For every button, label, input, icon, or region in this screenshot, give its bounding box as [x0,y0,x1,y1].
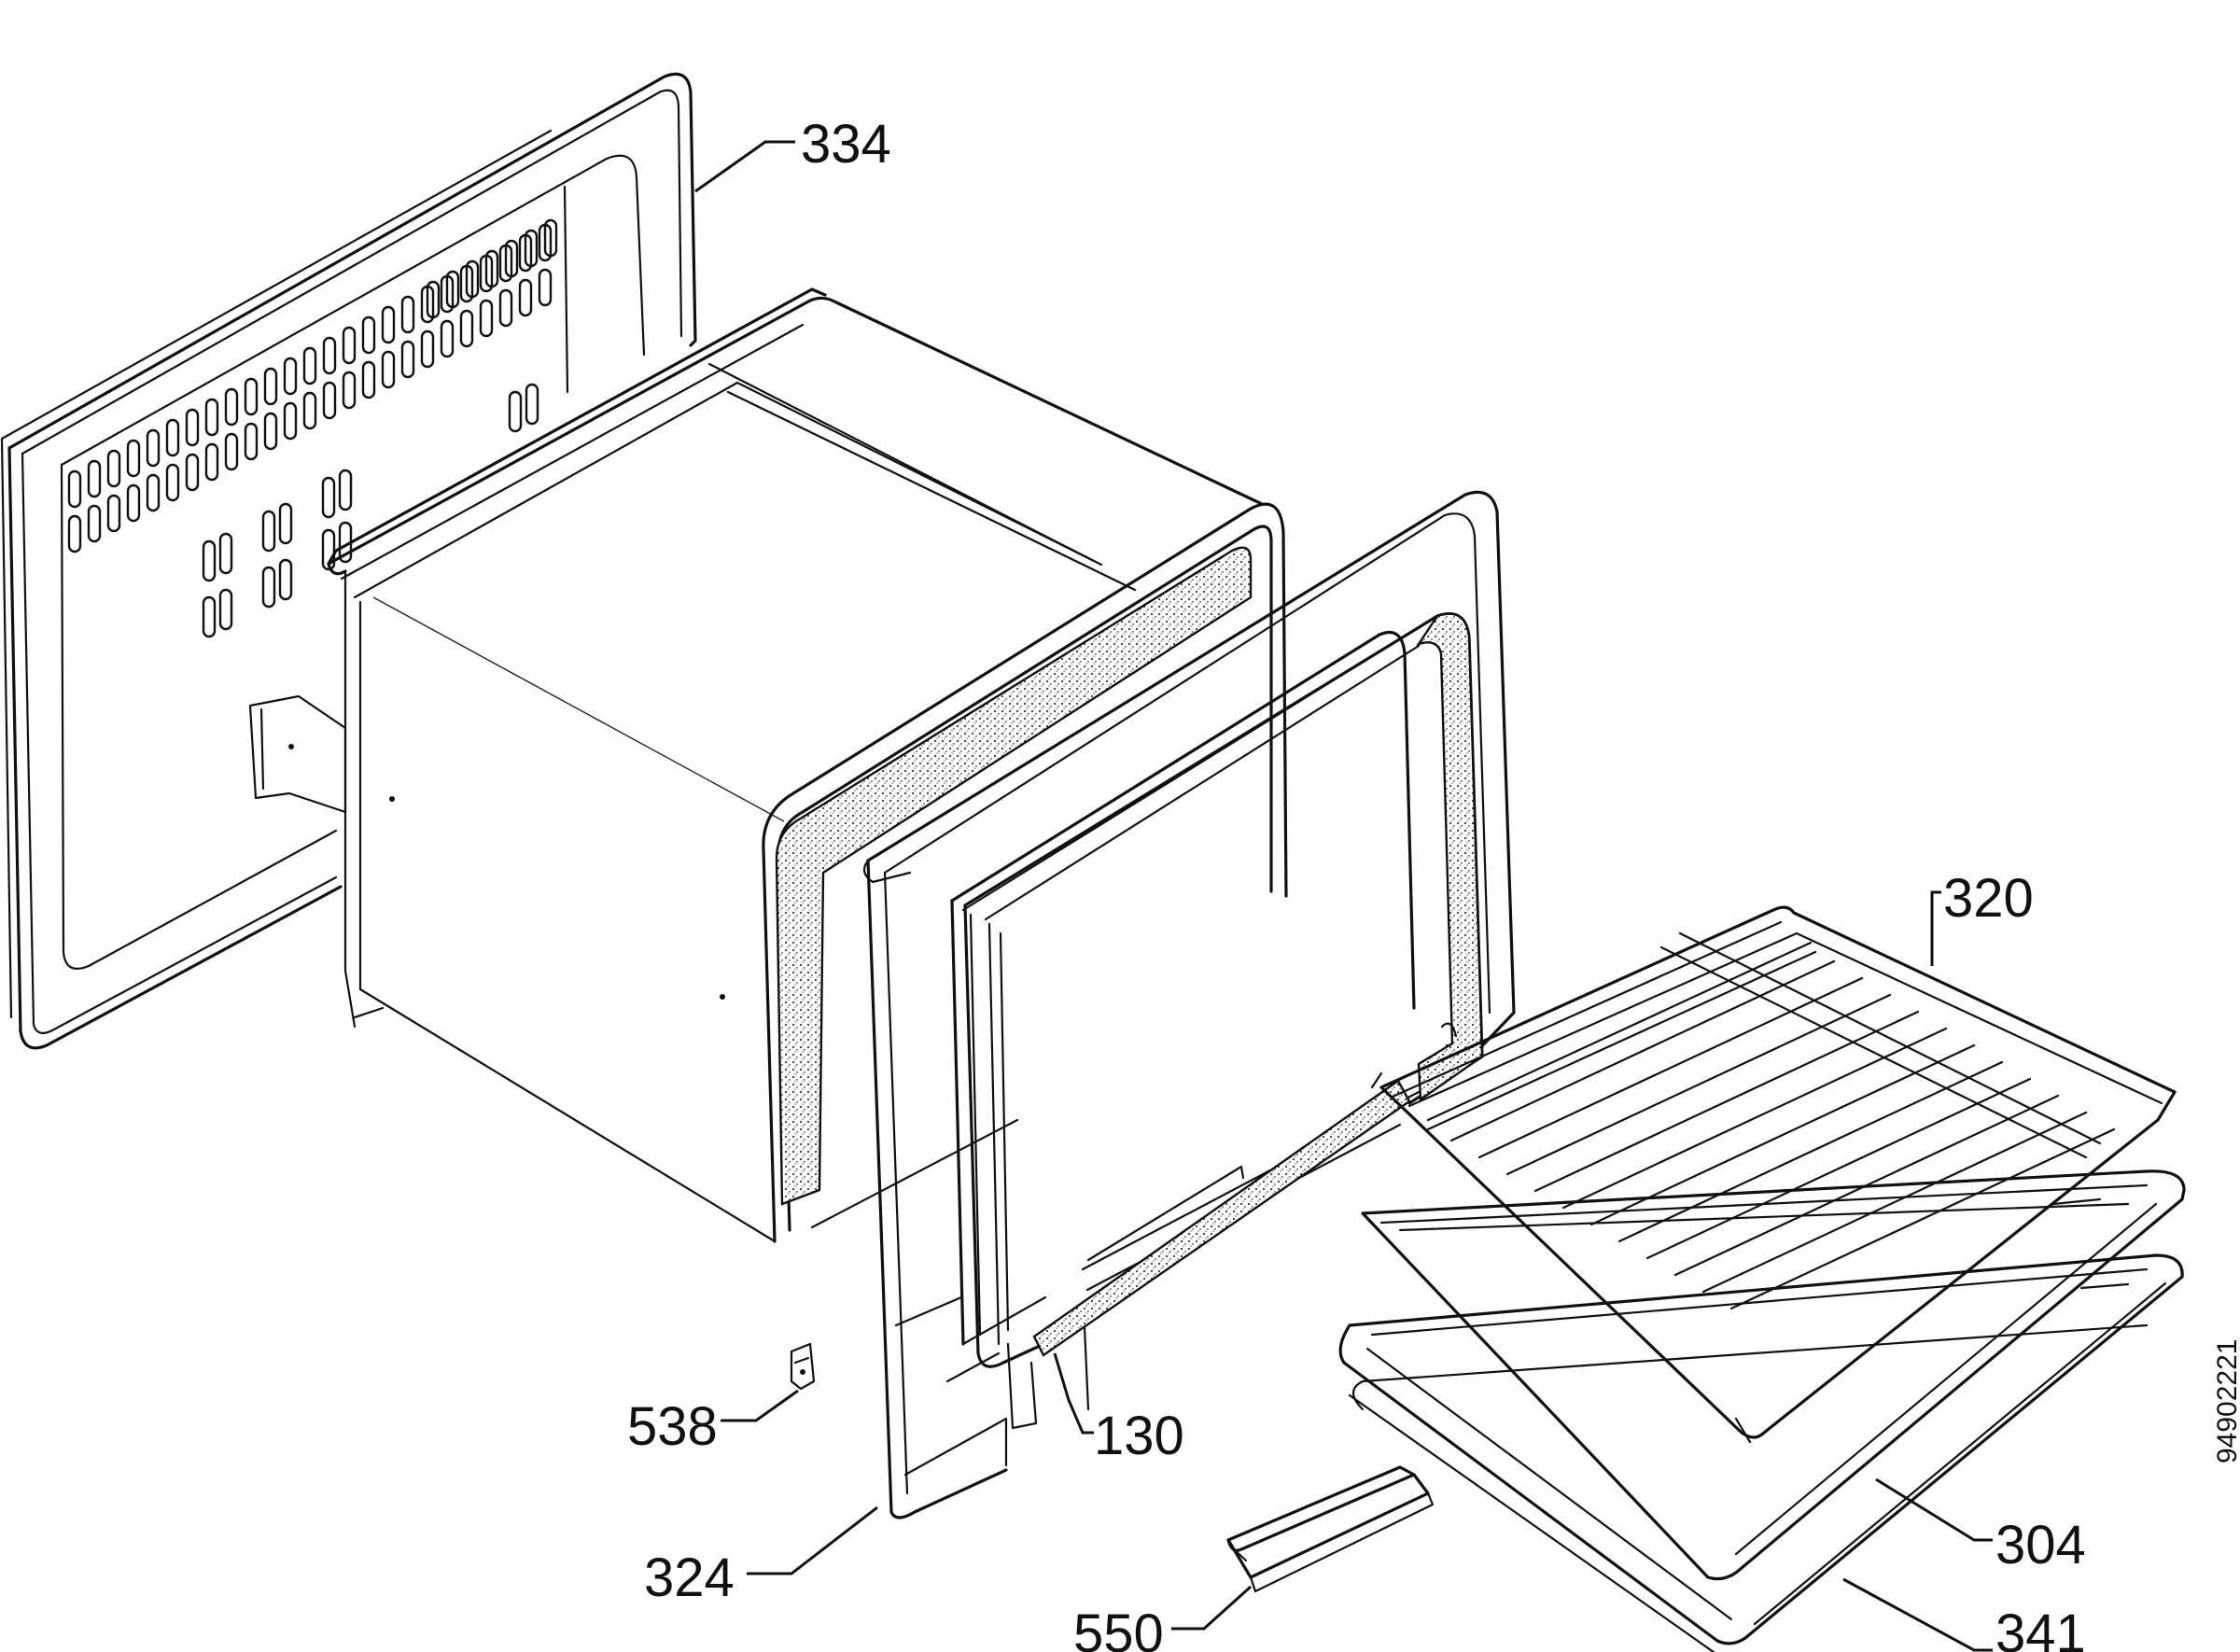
callout-341: 341 [1995,1603,2086,1652]
wire-shelf-part [1370,905,2177,1444]
callout-130: 130 [1094,1406,1184,1466]
callout-538: 538 [627,1396,718,1457]
enamel-tray-part [1338,1253,2184,1652]
callout-304: 304 [1995,1515,2086,1575]
front-frame-part [862,490,1516,1519]
leader-lines [694,140,1993,1652]
clip-538-part [790,1342,816,1391]
callout-320: 320 [1943,868,2034,929]
document-code: 94902221 [2212,1339,2240,1463]
shelf-runner-part [1226,1465,1435,1593]
door-seal-part [963,612,1484,1430]
oven-cavity-part [248,287,1288,1243]
callout-334: 334 [801,114,891,175]
callout-324: 324 [644,1547,735,1608]
callout-labels: 334 320 538 130 324 304 550 341 [627,114,2086,1652]
shelf-wires [1426,931,2116,1310]
back-panel-part [0,72,697,1050]
vent-slots [67,218,558,638]
callout-550: 550 [1073,1603,1164,1652]
